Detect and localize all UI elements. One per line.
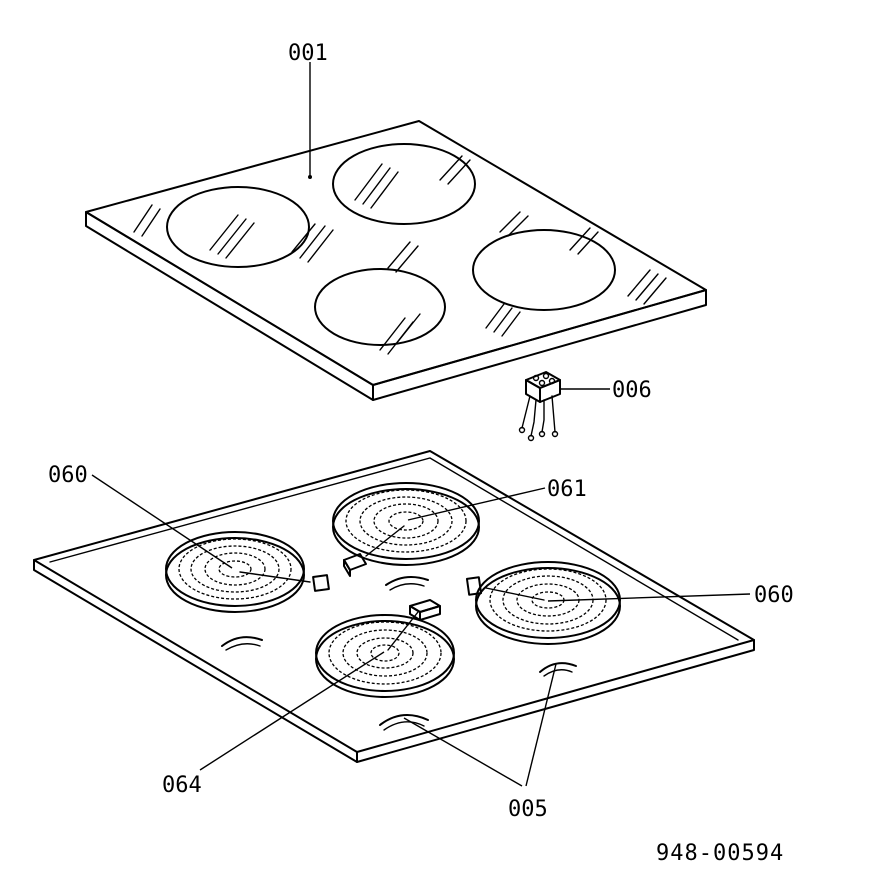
- clip-slot: [379, 714, 429, 726]
- glass-ceramic-top: [85, 120, 707, 401]
- base-tray: [33, 450, 755, 763]
- callout-glass-top: 001: [288, 41, 328, 66]
- figure-number: 948-00594: [656, 841, 784, 866]
- cooking-zone-ring: [472, 229, 616, 311]
- hotplate-top: [332, 482, 480, 577]
- hotplate-front: [315, 599, 455, 698]
- hotplate-left: [165, 531, 330, 613]
- callout-hotplate-top: 061: [547, 477, 587, 502]
- callout-hotplate-front: 064: [162, 773, 202, 798]
- glass-reflection-hatches: [133, 155, 667, 355]
- cooking-zone-ring: [314, 268, 446, 346]
- cooking-zone-ring: [166, 186, 310, 268]
- terminal-block: [518, 371, 561, 442]
- leader-lines: [91, 62, 751, 787]
- clip-slot: [385, 575, 429, 586]
- clip-slot: [539, 662, 577, 673]
- hotplate-right: [465, 561, 621, 645]
- callout-terminal-block: 006: [612, 378, 652, 403]
- clip-slot: [221, 636, 263, 647]
- cooking-zone-ring: [332, 143, 476, 225]
- callout-hotplate-right: 060: [754, 583, 794, 608]
- callout-hotplate-left: 060: [48, 463, 88, 488]
- callout-clips: 005: [508, 797, 548, 822]
